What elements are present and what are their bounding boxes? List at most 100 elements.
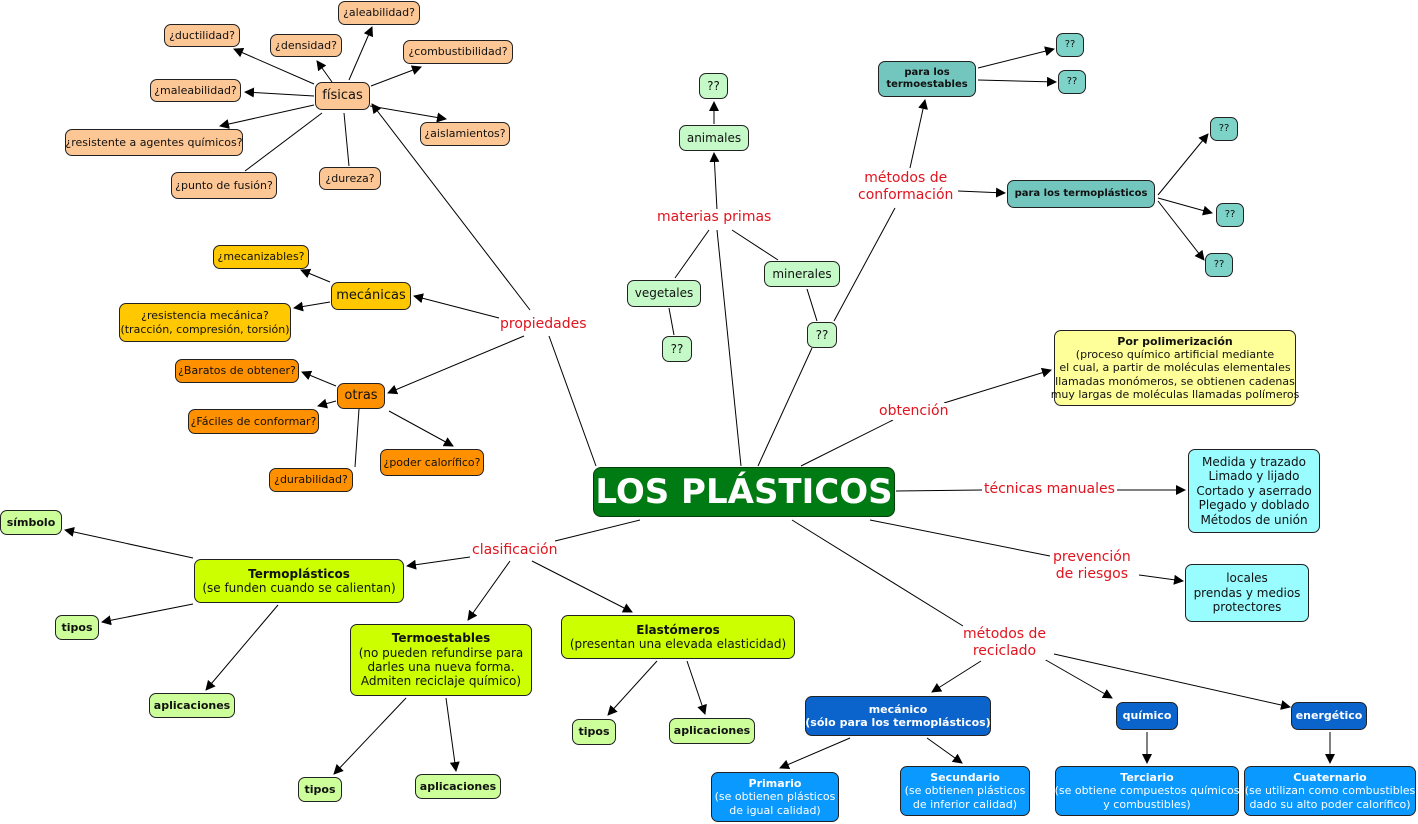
node-secundario[interactable]: Secundario (se obtienen plásticos de inf…: [900, 766, 1030, 816]
node-termoplasticos[interactable]: Termoplásticos (se funden cuando se cali…: [194, 559, 404, 603]
node-text: ¿maleabilidad?: [154, 83, 237, 97]
node-elastomeros-tipos[interactable]: tipos: [572, 719, 616, 745]
node-baratos[interactable]: ¿Baratos de obtener?: [175, 359, 299, 383]
node-termoplasticos-tipos[interactable]: tipos: [55, 615, 99, 640]
link-root-tecnicas: [895, 489, 983, 492]
node-termoestables-tipos[interactable]: tipos: [298, 777, 342, 802]
node-vegetales-unknown[interactable]: ??: [662, 336, 692, 362]
node-elastomeros-aplicaciones[interactable]: aplicaciones: [669, 718, 755, 744]
link-otras-baratos: [301, 370, 337, 387]
node-title: Secundario: [930, 771, 1000, 785]
link-clasificacion-termoestables: [467, 560, 511, 621]
node-minerales[interactable]: minerales: [764, 261, 840, 287]
node-polimerizacion[interactable]: Por polimerización (proceso químico arti…: [1051, 330, 1299, 406]
link-mecanicas-mecanizables: [300, 268, 331, 283]
node-aleabilidad[interactable]: ¿aleabilidad?: [338, 1, 420, 25]
link-fisicas-fusion: [244, 112, 323, 172]
link-fisicas-resistente: [219, 104, 315, 129]
link-materias-vegetales: [674, 229, 710, 279]
node-text: protectores: [1212, 600, 1282, 615]
node-animales[interactable]: animales: [679, 125, 749, 151]
node-termoplasticos-unknown-3[interactable]: ??: [1205, 253, 1233, 277]
node-simbolo[interactable]: símbolo: [0, 510, 62, 535]
phrase-line: prevención: [1053, 549, 1131, 565]
node-text: otras: [344, 388, 378, 404]
link-termoestables-q1: [977, 46, 1055, 69]
node-termoestables-aplicaciones[interactable]: aplicaciones: [415, 774, 501, 799]
node-fisicas[interactable]: físicas: [315, 82, 370, 110]
phrase-line: conformación: [858, 186, 954, 203]
node-dureza[interactable]: ¿dureza?: [319, 167, 381, 190]
node-punto-fusion[interactable]: ¿punto de fusión?: [171, 172, 277, 199]
node-text: (tracción, compresión, torsión): [120, 322, 290, 336]
node-para-termoestables[interactable]: para los termoestables: [878, 61, 976, 97]
link-vegetales-q: [668, 307, 675, 336]
node-text: tipos: [61, 620, 93, 634]
phrase-line: métodos de: [864, 170, 948, 186]
phrase-materias-primas: materias primas: [657, 209, 772, 226]
node-animales-unknown[interactable]: ??: [699, 73, 728, 99]
node-densidad[interactable]: ¿densidad?: [270, 34, 342, 57]
node-resistente-quimicos[interactable]: ¿resistente a agentes químicos?: [65, 129, 243, 156]
node-termoplasticos-unknown-1[interactable]: ??: [1210, 117, 1238, 141]
link-elastomeros-tipos: [607, 660, 658, 716]
node-ductilidad[interactable]: ¿ductilidad?: [164, 24, 240, 47]
node-faciles[interactable]: ¿Fáciles de conformar?: [188, 409, 319, 434]
node-text: para los: [904, 67, 950, 78]
link-propiedades-mecanicas: [413, 293, 500, 319]
node-cuaternario[interactable]: Cuaternario (se utilizan como combustibl…: [1244, 766, 1416, 816]
node-terciario[interactable]: Terciario (se obtiene compuestos químico…: [1055, 766, 1239, 816]
node-text: vegetales: [634, 286, 694, 301]
link-termoplasticos-q1: [1157, 133, 1209, 196]
phrase-metodos-conformacion: métodos de conformación: [858, 170, 954, 204]
node-text: termoestables: [886, 79, 968, 90]
node-termoestables-unknown-1[interactable]: ??: [1056, 33, 1084, 57]
link-root-obtencion: [800, 419, 894, 467]
node-tecnicas-manuales[interactable]: Medida y trazado Limado y lijado Cortado…: [1188, 449, 1320, 533]
node-poder-calorifico[interactable]: ¿poder calorífico?: [380, 449, 484, 476]
node-quimico[interactable]: químico: [1116, 702, 1178, 730]
node-durabilidad[interactable]: ¿durabilidad?: [269, 468, 353, 492]
node-para-termoplasticos[interactable]: para los termoplásticos: [1007, 180, 1155, 208]
node-elastomeros[interactable]: Elastómeros (presentan una elevada elast…: [561, 615, 795, 659]
phrase-line: reciclado: [972, 642, 1037, 659]
node-text: (sólo para los termoplásticos): [805, 716, 991, 729]
node-termoplasticos-unknown-2[interactable]: ??: [1216, 203, 1244, 227]
node-otras[interactable]: otras: [337, 383, 385, 409]
link-termoplasticos-simbolo: [64, 527, 194, 559]
node-text: (proceso químico artificial mediante: [1075, 348, 1275, 362]
node-mecanico[interactable]: mecánico (sólo para los termoplásticos): [805, 696, 991, 736]
node-aislamientos[interactable]: ¿aislamientos?: [420, 122, 510, 146]
node-primario[interactable]: Primario (se obtienen plásticos de igual…: [711, 772, 839, 822]
node-termoestables-unknown-2[interactable]: ??: [1058, 70, 1086, 94]
node-title: Terciario: [1120, 771, 1174, 785]
phrase-obtencion: obtención: [879, 403, 949, 420]
node-text: Cortado y aserrado: [1196, 483, 1312, 498]
node-text: tipos: [304, 782, 336, 796]
node-resistencia-mecanica[interactable]: ¿resistencia mecánica? (tracción, compre…: [119, 303, 291, 342]
node-text: ??: [1224, 209, 1236, 220]
node-termoestables[interactable]: Termoestables (no pueden refundirse para…: [350, 624, 532, 696]
link-elastomeros-aplicaciones: [686, 660, 707, 715]
link-termoplasticos-tipos: [101, 603, 194, 626]
node-termoplasticos-aplicaciones[interactable]: aplicaciones: [149, 693, 235, 718]
node-text: Limado y lijado: [1208, 469, 1300, 484]
node-maleabilidad[interactable]: ¿maleabilidad?: [150, 79, 241, 102]
node-title: Termoestables: [391, 631, 491, 646]
node-minerales-unknown[interactable]: ??: [807, 322, 837, 348]
node-text: ¿ductilidad?: [169, 28, 235, 42]
node-mecanicas[interactable]: mecánicas: [331, 282, 411, 310]
node-text: ¿aleabilidad?: [343, 6, 415, 20]
node-text: (no pueden refundirse para: [358, 645, 524, 660]
node-mecanizables[interactable]: ¿mecanizables?: [213, 245, 309, 269]
link-root-propiedades: [548, 335, 597, 467]
root-concept-text: LOS PLÁSTICOS: [595, 471, 893, 512]
node-combustibilidad[interactable]: ¿combustibilidad?: [403, 40, 513, 64]
root-concept[interactable]: LOS PLÁSTICOS: [593, 467, 895, 517]
link-fisicas-combustibilidad: [370, 65, 422, 87]
node-prevencion[interactable]: locales prendas y medios protectores: [1185, 564, 1309, 622]
node-text: muy largas de moléculas llamadas polímer…: [1050, 387, 1300, 401]
node-vegetales[interactable]: vegetales: [627, 280, 701, 307]
node-text: Métodos de unión: [1200, 512, 1308, 527]
node-energetico[interactable]: energético: [1291, 702, 1367, 730]
